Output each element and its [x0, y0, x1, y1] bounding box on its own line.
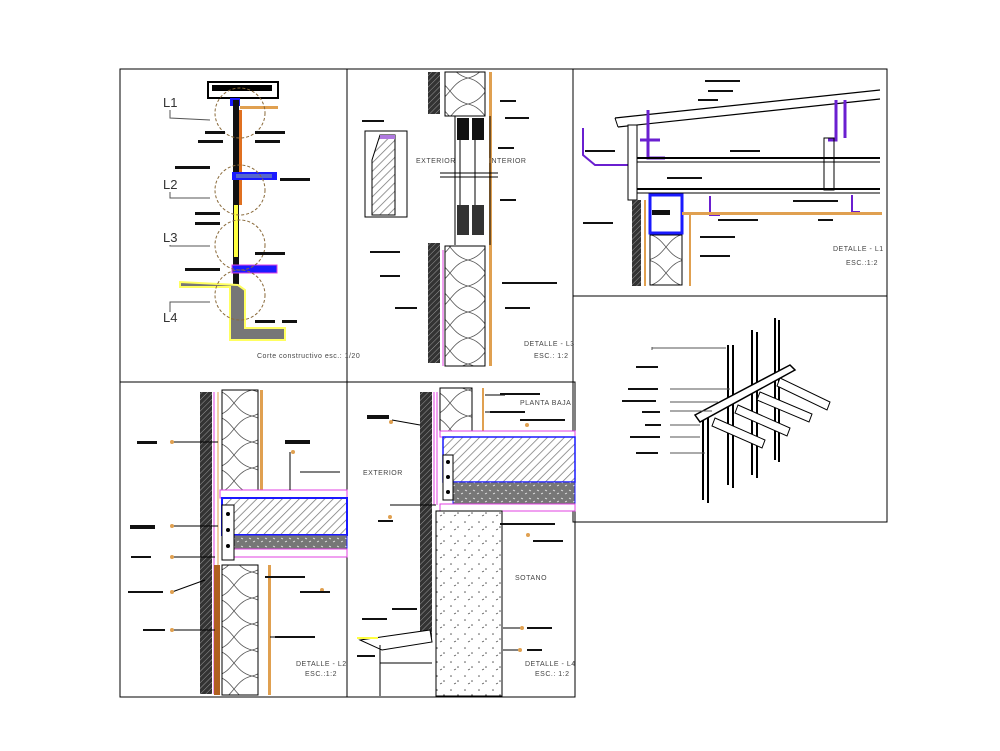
detail-l3: EXTERIOR INTERIOR DETALLE - L3 ESC.: 1:2	[362, 71, 575, 367]
detail-l3-scale: ESC.: 1:2	[534, 353, 568, 360]
detail-l2-scale: ESC.:1:2	[305, 671, 337, 678]
detail-l1-scale: ESC.:1:2	[846, 260, 878, 267]
detail-l2-title: DETALLE - L2	[296, 661, 347, 668]
level-marker-l3: L3	[163, 230, 177, 245]
detail-l3-title: DETALLE - L3	[524, 341, 575, 348]
detail-l1-title: DETALLE - L1	[833, 246, 884, 253]
detail-l2: DETALLE - L2 ESC.:1:2	[128, 389, 348, 696]
level-marker-l1: L1	[163, 95, 177, 110]
exterior-label: EXTERIOR	[416, 158, 456, 165]
steel-frame-isometric	[622, 318, 831, 503]
level-marker-l4: L4	[163, 310, 177, 325]
floor-label: PLANTA BAJA	[520, 400, 571, 407]
interior-label: INTERIOR	[489, 158, 526, 165]
detail-l4-title: DETALLE - L4	[525, 661, 576, 668]
section-title: Corte constructivo esc.: 1/20	[257, 353, 360, 360]
constructive-section: L1 L2 L3 L4 Corte constructivo esc.: 1/2…	[163, 81, 360, 360]
level-marker-l2: L2	[163, 177, 177, 192]
detail-l4: PLANTA BAJA EXTERIOR SOTANO DETALLE - L4…	[357, 387, 576, 697]
exterior-label-l4: EXTERIOR	[363, 470, 403, 477]
detail-l1: DETALLE - L1 ESC.:1:2	[582, 80, 884, 286]
basement-label: SOTANO	[515, 575, 547, 582]
detail-l4-scale: ESC.: 1:2	[535, 671, 569, 678]
panel-3d-frame	[572, 295, 888, 523]
